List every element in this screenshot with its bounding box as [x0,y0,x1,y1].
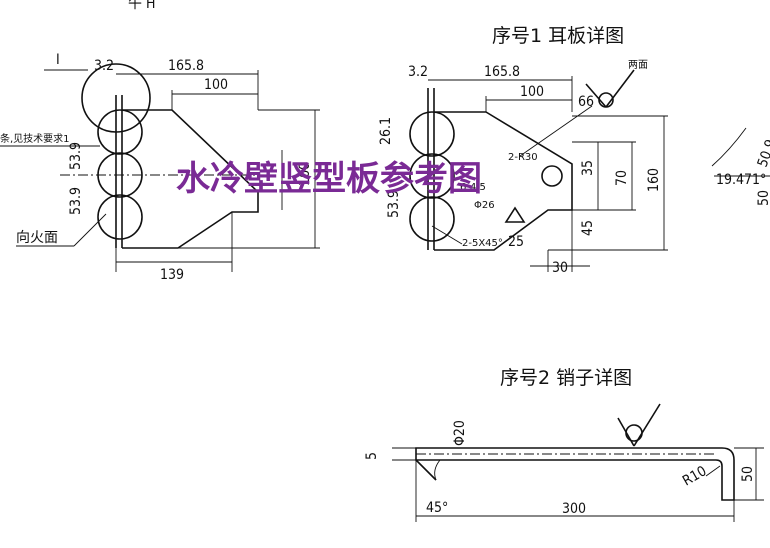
dim-100: 100 [204,77,228,93]
dim-160: 160 [297,162,313,186]
lug-detail-title: 序号1 耳板详图 [492,25,624,47]
right-edge-partial-view: 19.471° 50.9 50 [711,127,770,206]
right-dim-50: 50 [756,190,770,206]
lug-dim-100: 100 [520,84,544,100]
lug-dim-160: 160 [646,168,662,192]
fire-side-note: 向火面 [16,230,58,246]
lug-tube-3 [409,196,455,242]
chamfer-arc [434,459,441,481]
chamfer-line [415,459,437,481]
cut-off-label-top: 午 H [128,0,155,12]
dim-139: 139 [160,267,184,283]
lug-tube-2 [409,153,455,199]
pin-dim-r10: R10 [680,463,709,489]
lug-dim-53-9: 53.9 [386,190,402,218]
dim-53-9-bottom: 53.9 [68,187,84,215]
lug-dim-30: 30 [552,260,568,276]
pin-detail-title: 序号2 销子详图 [500,367,632,389]
lug-detail-view: 序号1 耳板详图 3.2 165.8 100 两面 66 26.1 53.9 [378,25,668,276]
pin-dim-5: 5 [364,452,380,460]
tech-requirement-note: 条,见技术要求1 [0,132,70,145]
lug-radius: 2-R30 [508,152,538,163]
tube-1 [97,109,143,155]
lug-dim-70: 70 [614,170,630,186]
dim-3-2: 3.2 [94,58,114,74]
pin-weld-right [633,403,661,447]
tube-3 [97,194,143,240]
angle-arc [711,127,747,167]
angle-19-471: 19.471° [716,172,766,188]
weld-symbol-left [585,83,607,108]
pin-dim-50: 50 [740,466,756,482]
weld-leader [519,105,593,157]
lug-dim-26-1: 26.1 [378,117,394,145]
pin-body [415,447,735,501]
watermark-title: 水冷壁竖型板参考图 [176,159,482,199]
detail-marker: I [56,52,60,68]
chamfer-leader [431,225,463,245]
pin-dim-45deg: 45° [426,500,448,516]
weld-triangle [504,206,526,223]
lug-tube-1 [409,111,455,157]
lug-phi26: Φ26 [474,200,495,211]
lug-dim-45: 45 [580,220,596,236]
lug-dim-35: 35 [580,160,596,176]
fire-leader [73,213,107,247]
lug-dim-3-2: 3.2 [408,64,428,80]
lug-dim-25: 25 [508,234,524,250]
pin-detail-view: 序号2 销子详图 5 Φ20 R10 300 45° 50 [364,367,764,522]
pin-weld-circle [625,424,643,442]
dim-53-9-top: 53.9 [68,142,84,170]
weld-symbol-right [605,69,635,108]
weld-66: 66 [578,94,594,110]
pin-weld-left [617,417,635,447]
lug-hole: 6-4.5 [460,182,486,193]
weld-both-sides: 两面 [628,60,648,71]
lug-dim-165-8: 165.8 [484,64,520,80]
pin-dim-300: 300 [562,501,586,517]
right-dim-50-9: 50.9 [755,138,770,170]
pin-dim-phi20: Φ20 [452,420,468,446]
lug-chamfer: 2-5X45° [462,238,503,249]
r10-leader [705,465,721,477]
left-view: 午 H I 3.2 165.8 100 160 53.9 53.9 [0,0,320,283]
pin-hole [541,165,563,187]
dim-165-8: 165.8 [168,58,204,74]
